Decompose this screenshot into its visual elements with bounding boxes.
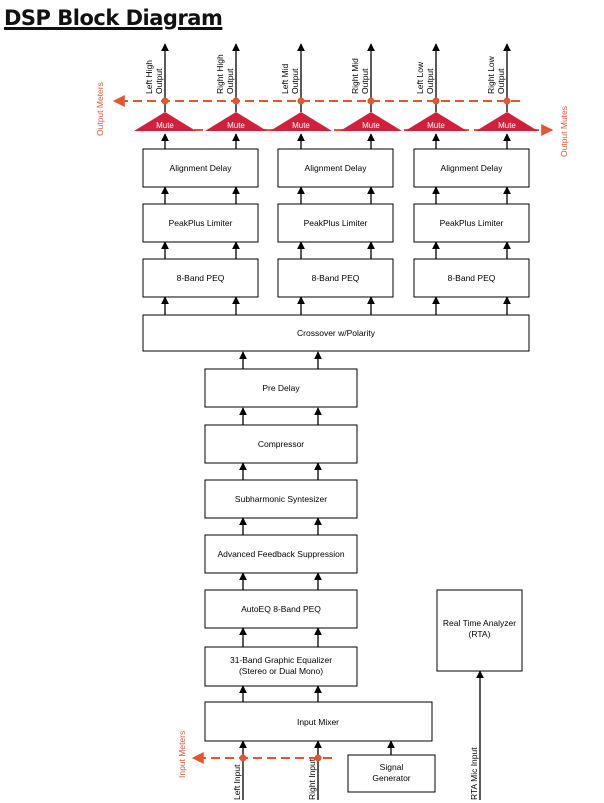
output-meter-taps (161, 97, 511, 105)
mute-left-mid[interactable]: Mute (270, 112, 332, 131)
chain-arrows (239, 351, 484, 800)
autoeq-label: AutoEQ 8-Band PEQ (241, 604, 321, 614)
output-label-left-mid-line2: Output (290, 68, 300, 94)
peq-label: 8-Band PEQ (448, 273, 496, 283)
output-mutes-label: Output Mutes (559, 106, 569, 157)
limiter-label: PeakPlus Limiter (169, 218, 233, 228)
meter-tap-4 (367, 97, 375, 105)
pre-delay-label: Pre Delay (262, 383, 300, 393)
peq-high[interactable]: 8-Band PEQ (142, 258, 259, 298)
diagram-title: DSP Block Diagram (4, 6, 223, 30)
output-label-left-high: Left High Output (144, 58, 164, 94)
pre-delay-block[interactable]: Pre Delay (204, 368, 358, 408)
input-meter-tap-left (239, 754, 247, 762)
rta-mic-input-label: RTA Mic Input (469, 747, 479, 800)
output-label-left-low-line1: Left Low (415, 61, 425, 94)
compressor-block[interactable]: Compressor (204, 424, 358, 464)
peq-low[interactable]: 8-Band PEQ (413, 258, 530, 298)
meter-tap-3 (297, 97, 305, 105)
output-label-left-high-line1: Left High (144, 60, 154, 94)
band-arrows (161, 133, 511, 315)
output-label-left-mid-line1: Left Mid (280, 63, 290, 94)
mute-right-low[interactable]: Mute (476, 112, 538, 131)
output-label-right-high-line2: Output (225, 68, 235, 94)
mute-label: Mute (498, 121, 516, 130)
output-label-right-low: Right Low Output (486, 54, 506, 94)
output-label-right-high: Right High Output (215, 52, 235, 94)
meter-tap-1 (161, 97, 169, 105)
geq-block[interactable]: 31-Band Graphic Equalizer (Stereo or Dua… (204, 646, 358, 687)
right-input-label: Right Input (307, 758, 317, 800)
limiter-label: PeakPlus Limiter (304, 218, 368, 228)
mute-right-high[interactable]: Mute (205, 112, 267, 131)
left-input-label: Left Input (232, 764, 242, 800)
output-labels: Left High Output Right High Output Left … (144, 52, 506, 94)
alignment-delay-mid[interactable]: Alignment Delay (277, 148, 394, 188)
meter-tap-5 (432, 97, 440, 105)
alignment-delay-high[interactable]: Alignment Delay (142, 148, 259, 188)
signal-generator-line2: Generator (372, 773, 410, 783)
mute-label: Mute (156, 121, 174, 130)
mid-band-column: Alignment Delay PeakPlus Limiter 8-Band … (277, 148, 394, 298)
crossover-label: Crossover w/Polarity (297, 328, 376, 338)
input-meters-label: Input Meters (177, 731, 187, 778)
afs-label: Advanced Feedback Suppression (217, 549, 344, 559)
afs-block[interactable]: Advanced Feedback Suppression (204, 534, 358, 574)
geq-label-line2: (Stereo or Dual Mono) (239, 666, 323, 676)
output-label-right-low-line2: Output (496, 68, 506, 94)
geq-label-line1: 31-Band Graphic Equalizer (230, 655, 332, 665)
mute-label: Mute (362, 121, 380, 130)
mute-label: Mute (227, 121, 245, 130)
meter-tap-6 (503, 97, 511, 105)
input-meter-tap-right (314, 754, 322, 762)
rta-block[interactable]: Real Time Analyzer (RTA) (436, 589, 523, 672)
autoeq-block[interactable]: AutoEQ 8-Band PEQ (204, 589, 358, 629)
output-label-right-mid-line1: Right Mid (350, 58, 360, 94)
mute-left-high[interactable]: Mute (134, 112, 196, 131)
compressor-label: Compressor (258, 439, 304, 449)
output-label-right-mid-line2: Output (360, 68, 370, 94)
input-mixer-label: Input Mixer (297, 717, 339, 727)
mute-blocks: Mute Mute Mute Mute Mute Mute (134, 112, 538, 131)
rta-label-line1: Real Time Analyzer (443, 618, 516, 628)
output-label-left-low: Left Low Output (415, 59, 435, 94)
subharmonic-label: Subharmonic Syntesizer (235, 494, 327, 504)
output-label-right-mid: Right Mid Output (350, 56, 370, 94)
limiter-high[interactable]: PeakPlus Limiter (142, 203, 259, 243)
mute-label: Mute (427, 121, 445, 130)
peq-label: 8-Band PEQ (312, 273, 360, 283)
alignment-delay-low[interactable]: Alignment Delay (413, 148, 530, 188)
output-label-left-high-line2: Output (154, 68, 164, 94)
rta-label-line2: (RTA) (469, 629, 491, 639)
signal-generator-line1: Signal (380, 762, 404, 772)
alignment-delay-label: Alignment Delay (305, 163, 368, 173)
peq-mid[interactable]: 8-Band PEQ (277, 258, 394, 298)
limiter-low[interactable]: PeakPlus Limiter (413, 203, 530, 243)
limiter-label: PeakPlus Limiter (440, 218, 504, 228)
output-label-right-low-line1: Right Low (486, 55, 496, 94)
limiter-mid[interactable]: PeakPlus Limiter (277, 203, 394, 243)
output-label-left-mid: Left Mid Output (280, 61, 300, 94)
output-label-left-low-line2: Output (425, 68, 435, 94)
output-label-right-high-line1: Right High (215, 54, 225, 94)
alignment-delay-label: Alignment Delay (441, 163, 504, 173)
peq-label: 8-Band PEQ (177, 273, 225, 283)
mute-label: Mute (292, 121, 310, 130)
mute-right-mid[interactable]: Mute (340, 112, 402, 131)
low-band-column: Alignment Delay PeakPlus Limiter 8-Band … (413, 148, 530, 298)
signal-generator-block[interactable]: Signal Generator (347, 754, 436, 793)
high-band-column: Alignment Delay PeakPlus Limiter 8-Band … (142, 148, 259, 298)
mute-left-low[interactable]: Mute (405, 112, 467, 131)
subharmonic-block[interactable]: Subharmonic Syntesizer (204, 479, 358, 519)
output-meters-label: Output Meters (95, 82, 105, 136)
crossover-block[interactable]: Crossover w/Polarity (142, 314, 530, 352)
meter-tap-2 (232, 97, 240, 105)
input-mixer-block[interactable]: Input Mixer (204, 701, 433, 742)
alignment-delay-label: Alignment Delay (170, 163, 233, 173)
